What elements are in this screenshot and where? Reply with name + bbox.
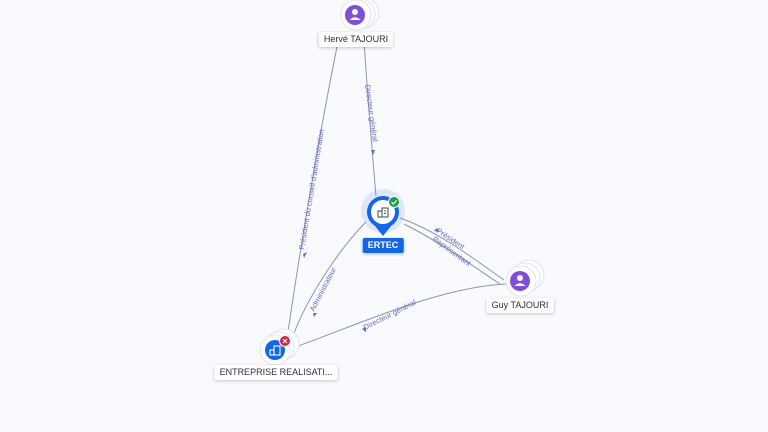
node-entreprise-realisation[interactable] — [259, 328, 300, 366]
status-close-icon — [279, 335, 291, 347]
edge-guy-entreprise — [297, 283, 509, 347]
arrow-herve-entreprise — [303, 252, 307, 258]
edge-label-ertec-entreprise: Administrateur — [308, 265, 339, 313]
node-label-guy-tajouri[interactable]: Guy TAJOURI — [486, 298, 554, 313]
node-label-entreprise-realisation[interactable]: ENTREPRISE REALISATI... — [214, 365, 338, 380]
company-icon — [377, 207, 389, 218]
edge-label-guy-entreprise: Directeur général — [362, 298, 418, 332]
status-check-icon — [388, 196, 400, 208]
arrow-guy-ertec — [434, 228, 440, 232]
node-label-ertec[interactable]: ERTEC — [362, 238, 404, 253]
node-herve-tajouri[interactable] — [340, 0, 380, 31]
node-ertec[interactable] — [361, 189, 405, 236]
edge-label-herve-ertec: Directeur général — [363, 84, 380, 143]
node-label-herve-tajouri[interactable]: Hervé TAJOURI — [318, 32, 394, 47]
node-guy-tajouri[interactable] — [505, 259, 545, 297]
person-icon — [345, 5, 365, 25]
edge-label-herve-entreprise: Président du conseil d'administration — [297, 128, 326, 250]
arrow-herve-ertec — [371, 150, 375, 155]
arrow-guy-entreprise — [362, 327, 366, 332]
person-icon — [510, 271, 530, 291]
company-icon — [265, 340, 285, 360]
arrow-ertec-entreprise — [313, 313, 317, 317]
